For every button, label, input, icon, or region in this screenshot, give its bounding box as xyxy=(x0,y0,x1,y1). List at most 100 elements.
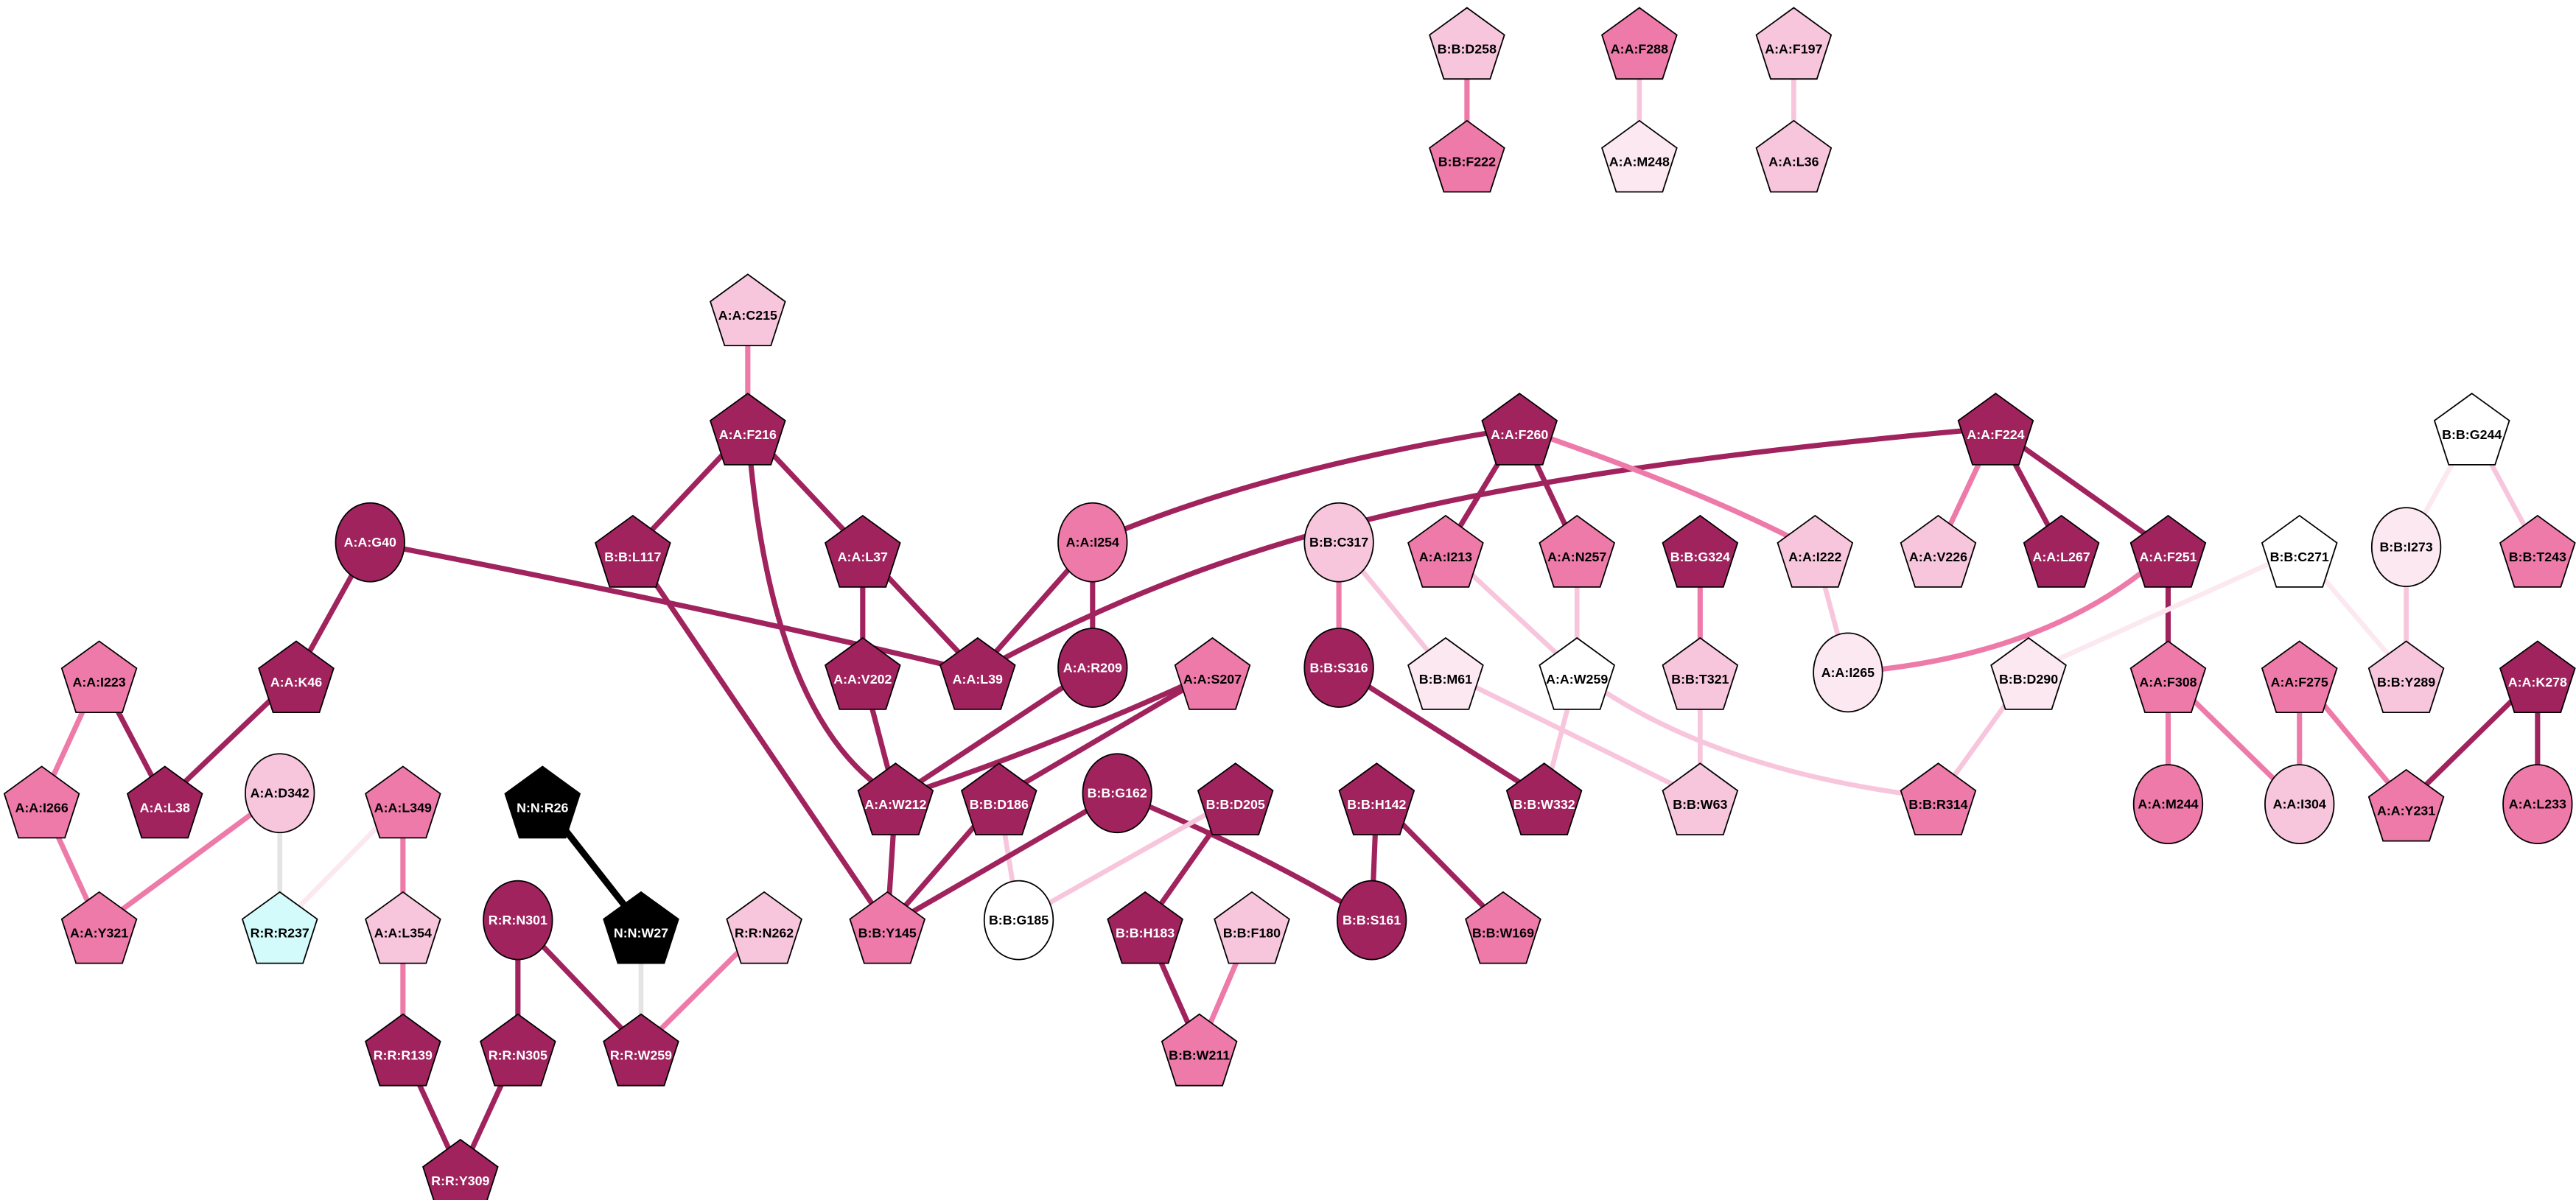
edge-ag40-al39 xyxy=(369,539,979,676)
node-b-b-i273[interactable]: B:B:I273 xyxy=(2370,507,2442,587)
node-a-a-i222[interactable]: A:A:I222 xyxy=(1777,514,1854,588)
circle-node-shape xyxy=(1057,628,1128,708)
node-b-b-g162[interactable]: B:B:G162 xyxy=(1082,753,1152,834)
node-label: A:A:V202 xyxy=(833,672,892,687)
node-label: A:A:F216 xyxy=(719,427,777,442)
node-a-a-m248[interactable]: A:A:M248 xyxy=(1601,119,1678,193)
node-b-b-s316[interactable]: B:B:S316 xyxy=(1303,628,1374,708)
node-b-b-h142[interactable]: B:B:H142 xyxy=(1338,762,1415,836)
node-a-a-y321[interactable]: A:A:Y321 xyxy=(60,891,138,964)
node-r-r-n301[interactable]: R:R:N301 xyxy=(483,880,553,961)
node-a-a-l233[interactable]: A:A:L233 xyxy=(2502,764,2573,845)
node-a-a-f197[interactable]: A:A:F197 xyxy=(1755,7,1833,80)
node-b-b-f222[interactable]: B:B:F222 xyxy=(1429,119,1505,193)
node-b-b-w211[interactable]: B:B:W211 xyxy=(1161,1013,1238,1087)
node-r-r-r139[interactable]: R:R:R139 xyxy=(365,1013,441,1087)
node-b-b-w169[interactable]: B:B:W169 xyxy=(1465,891,1541,964)
node-b-b-t321[interactable]: B:B:T321 xyxy=(1662,636,1739,710)
node-b-b-y289[interactable]: B:B:Y289 xyxy=(2367,640,2445,714)
node-label: R:R:N305 xyxy=(489,1048,547,1063)
node-a-a-l39[interactable]: A:A:L39 xyxy=(939,636,1016,710)
node-b-b-f180[interactable]: B:B:F180 xyxy=(1214,891,1290,964)
node-b-b-r314[interactable]: B:B:R314 xyxy=(1900,762,1977,836)
node-label: B:B:W332 xyxy=(1513,797,1575,812)
node-r-r-y309[interactable]: R:R:Y309 xyxy=(422,1138,499,1200)
node-label: N:N:R26 xyxy=(517,800,568,815)
node-b-b-g324[interactable]: B:B:G324 xyxy=(1662,514,1739,588)
node-n-n-r26[interactable]: N:N:R26 xyxy=(504,765,581,839)
node-a-a-n257[interactable]: A:A:N257 xyxy=(1539,514,1616,588)
node-a-a-f308[interactable]: A:A:F308 xyxy=(2129,640,2207,714)
node-b-b-d258[interactable]: B:B:D258 xyxy=(1429,7,1505,80)
edge-bs316-bw332 xyxy=(1337,665,1546,801)
node-a-a-r209[interactable]: A:A:R209 xyxy=(1057,628,1128,708)
node-a-a-i254[interactable]: A:A:I254 xyxy=(1057,502,1128,583)
node-a-a-m244[interactable]: A:A:M244 xyxy=(2132,764,2204,845)
node-a-a-i213[interactable]: A:A:I213 xyxy=(1407,514,1484,588)
node-a-a-i265[interactable]: A:A:I265 xyxy=(1813,632,1883,713)
node-a-a-i266[interactable]: A:A:I266 xyxy=(3,765,80,839)
node-a-a-l36[interactable]: A:A:L36 xyxy=(1755,119,1833,193)
node-a-a-f288[interactable]: A:A:F288 xyxy=(1601,7,1678,80)
node-r-r-r237[interactable]: R:R:R237 xyxy=(241,891,318,964)
pentagon-node-shape xyxy=(2261,640,2338,714)
node-a-a-k278[interactable]: A:A:K278 xyxy=(2499,640,2576,714)
node-a-a-v202[interactable]: A:A:V202 xyxy=(824,636,901,710)
node-a-a-l354[interactable]: A:A:L354 xyxy=(365,891,441,964)
node-a-a-l37[interactable]: A:A:L37 xyxy=(824,514,901,588)
node-b-b-d290[interactable]: B:B:D290 xyxy=(1990,636,2067,710)
node-label: A:A:L349 xyxy=(374,800,432,815)
node-label: A:A:L36 xyxy=(1768,154,1819,169)
node-label: B:B:F222 xyxy=(1438,154,1496,169)
node-a-a-w212[interactable]: A:A:W212 xyxy=(857,762,934,836)
node-label: A:A:W259 xyxy=(1546,672,1608,687)
node-b-b-m61[interactable]: B:B:M61 xyxy=(1407,636,1484,710)
node-b-b-t243[interactable]: B:B:T243 xyxy=(2499,514,2576,588)
node-b-b-l117[interactable]: B:B:L117 xyxy=(594,514,671,588)
node-a-a-f260[interactable]: A:A:F260 xyxy=(1481,393,1558,466)
node-label: N:N:W27 xyxy=(614,926,668,941)
node-a-a-i223[interactable]: A:A:I223 xyxy=(60,640,138,714)
node-a-a-g40[interactable]: A:A:G40 xyxy=(335,502,405,583)
node-label: A:A:R209 xyxy=(1063,660,1122,675)
node-n-n-w27[interactable]: N:N:W27 xyxy=(603,891,679,964)
node-a-a-l267[interactable]: A:A:L267 xyxy=(2023,514,2100,588)
node-a-a-f275[interactable]: A:A:F275 xyxy=(2261,640,2338,714)
node-b-b-s161[interactable]: B:B:S161 xyxy=(1336,880,1407,961)
node-a-a-f251[interactable]: A:A:F251 xyxy=(2129,514,2207,588)
pentagon-node-shape xyxy=(126,765,203,839)
node-b-b-h183[interactable]: B:B:H183 xyxy=(1107,891,1183,964)
node-b-b-y145[interactable]: B:B:Y145 xyxy=(849,891,926,964)
node-a-a-w259[interactable]: A:A:W259 xyxy=(1539,636,1616,710)
node-a-a-i304[interactable]: A:A:I304 xyxy=(2264,764,2335,845)
node-a-a-l349[interactable]: A:A:L349 xyxy=(365,765,441,839)
node-label: B:B:H142 xyxy=(1347,797,1406,812)
node-label: B:B:S316 xyxy=(1309,660,1368,675)
edge-ad342-ay321 xyxy=(97,790,281,929)
node-r-r-n262[interactable]: R:R:N262 xyxy=(726,891,802,964)
node-b-b-w63[interactable]: B:B:W63 xyxy=(1662,762,1739,836)
node-label: A:A:F260 xyxy=(1491,427,1548,442)
node-b-b-d205[interactable]: B:B:D205 xyxy=(1197,762,1274,836)
node-b-b-c317[interactable]: B:B:C317 xyxy=(1303,502,1374,583)
node-a-a-y231[interactable]: A:A:Y231 xyxy=(2367,768,2445,842)
pentagon-node-shape xyxy=(1505,762,1583,836)
node-b-b-d186[interactable]: B:B:D186 xyxy=(960,762,1037,836)
pentagon-node-shape xyxy=(1662,514,1739,588)
node-a-a-f216[interactable]: A:A:F216 xyxy=(709,393,786,466)
pentagon-node-shape xyxy=(726,891,802,964)
node-a-a-d342[interactable]: A:A:D342 xyxy=(245,753,315,834)
node-b-b-g185[interactable]: B:B:G185 xyxy=(983,880,1054,961)
node-r-r-w259[interactable]: R:R:W259 xyxy=(603,1013,679,1087)
node-r-r-n305[interactable]: R:R:N305 xyxy=(479,1013,556,1087)
node-a-a-l38[interactable]: A:A:L38 xyxy=(126,765,203,839)
node-b-b-g244[interactable]: B:B:G244 xyxy=(2433,393,2510,466)
node-a-a-c215[interactable]: A:A:C215 xyxy=(709,273,786,346)
pentagon-node-shape xyxy=(2499,640,2576,714)
node-b-b-w332[interactable]: B:B:W332 xyxy=(1505,762,1583,836)
node-a-a-f224[interactable]: A:A:F224 xyxy=(1957,393,2034,466)
node-a-a-s207[interactable]: A:A:S207 xyxy=(1174,636,1251,710)
node-b-b-c271[interactable]: B:B:C271 xyxy=(2261,514,2338,588)
node-a-a-v226[interactable]: A:A:V226 xyxy=(1900,514,1977,588)
node-a-a-k46[interactable]: A:A:K46 xyxy=(258,640,335,714)
